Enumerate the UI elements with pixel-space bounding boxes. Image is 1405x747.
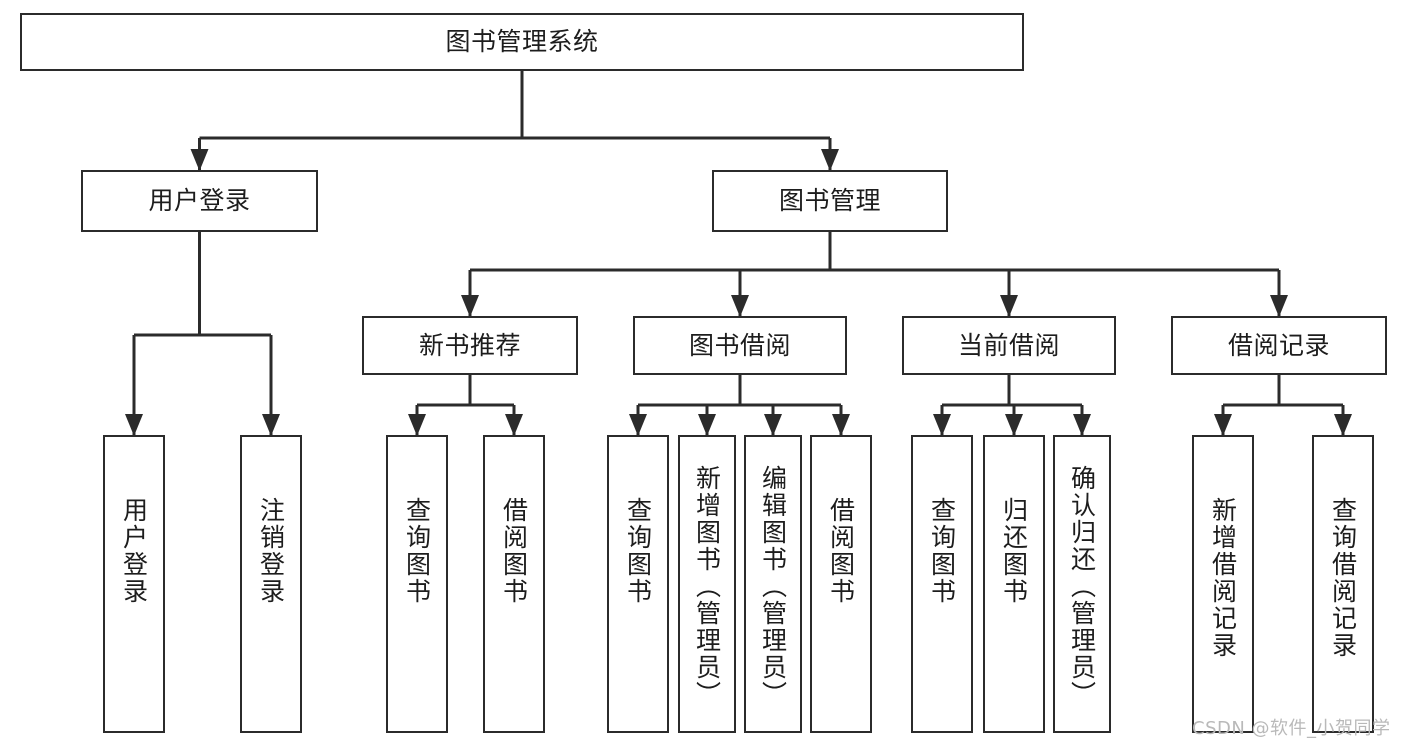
node-leaf-return-book: 归还图书 [983,435,1045,733]
node-label: 归还图书 [999,497,1029,605]
arrowhead-icon [1270,295,1288,317]
node-label: 图书管理 [778,186,881,216]
node-t2-book-borrow: 图书借阅 [633,316,847,375]
node-label: 新增图书（管理员） [692,464,722,708]
arrowhead-icon [764,414,782,436]
arrowhead-icon [1214,414,1232,436]
node-label: 借阅图书 [499,497,529,605]
watermark-text: CSDN @软件_小贺同学 [1192,718,1391,739]
node-leaf-query-book-rec: 查询图书 [386,435,448,733]
node-label: 新增借阅记录 [1208,497,1238,659]
node-root: 图书管理系统 [20,13,1024,71]
arrowhead-icon [629,414,647,436]
node-label: 查询图书 [623,497,653,605]
node-label: 图书借阅 [688,330,791,360]
node-label: 借阅记录 [1227,330,1330,360]
arrowhead-icon [832,414,850,436]
node-label: 查询图书 [927,497,957,605]
node-leaf-borrow-book-rec: 借阅图书 [483,435,545,733]
node-label: 当前借阅 [957,330,1060,360]
node-leaf-borrow-book-b: 借阅图书 [810,435,872,733]
node-t2-borrow-record: 借阅记录 [1171,316,1387,375]
node-label: 新书推荐 [418,330,521,360]
node-leaf-query-record: 查询借阅记录 [1312,435,1374,733]
node-leaf-add-book: 新增图书（管理员） [678,435,736,733]
arrowhead-icon [1000,295,1018,317]
node-leaf-query-book-c: 查询图书 [911,435,973,733]
arrowhead-icon [461,295,479,317]
node-label: 用户登录 [148,186,251,216]
node-label: 图书管理系统 [445,27,599,57]
node-leaf-user-login: 用户登录 [103,435,165,733]
node-leaf-logout: 注销登录 [240,435,302,733]
arrowhead-icon [731,295,749,317]
arrowhead-icon [1073,414,1091,436]
arrowhead-icon [1005,414,1023,436]
node-leaf-add-record: 新增借阅记录 [1192,435,1254,733]
arrowhead-icon [408,414,426,436]
node-label: 确认归还（管理员） [1067,464,1097,708]
node-label: 借阅图书 [826,497,856,605]
arrowhead-icon [1334,414,1352,436]
arrowhead-icon [505,414,523,436]
node-t1-user-login: 用户登录 [81,170,318,232]
arrowhead-icon [190,149,209,171]
arrowhead-icon [698,414,716,436]
node-leaf-edit-book: 编辑图书（管理员） [744,435,802,733]
connector-group [125,71,1352,436]
node-leaf-query-book-b: 查询图书 [607,435,669,733]
arrowhead-icon [125,414,143,436]
node-t2-current-borrow: 当前借阅 [902,316,1116,375]
arrowhead-icon [821,149,839,171]
node-t1-book-mgmt: 图书管理 [712,170,948,232]
arrowhead-icon [933,414,951,436]
node-label: 用户登录 [119,497,149,605]
arrowhead-icon [262,414,280,436]
node-label: 注销登录 [256,497,286,605]
node-t2-new-book-rec: 新书推荐 [362,316,578,375]
node-label: 查询借阅记录 [1328,497,1358,659]
node-label: 编辑图书（管理员） [758,464,788,708]
node-leaf-confirm-return: 确认归还（管理员） [1053,435,1111,733]
node-label: 查询图书 [402,497,432,605]
